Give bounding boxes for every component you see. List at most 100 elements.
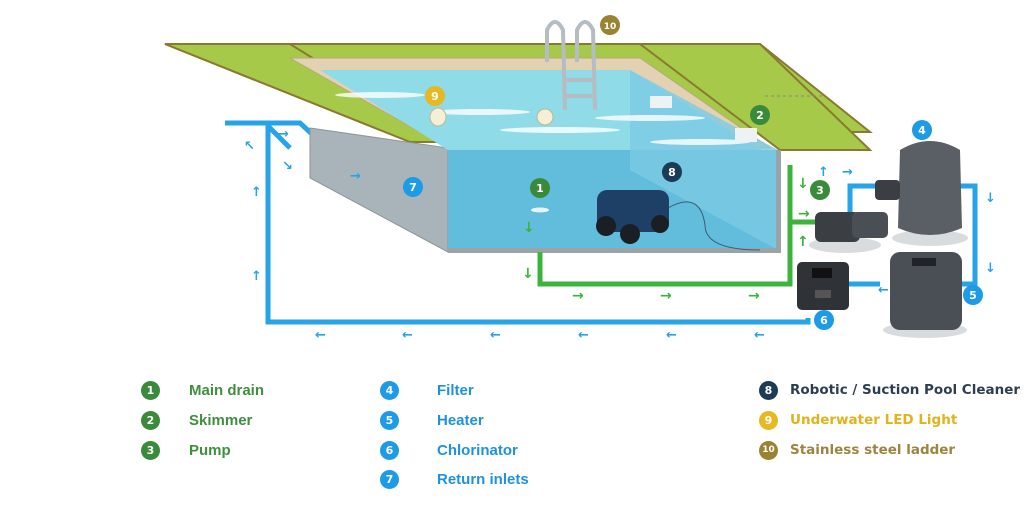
svg-text:←: ←	[490, 328, 501, 343]
svg-text:←: ←	[878, 283, 889, 298]
flow-arrows-blue: ← ← ← ← ← ← ↑ ↑ ↖ → ↘ → ← ↓ ↓ ↑ →	[244, 127, 996, 343]
svg-text:→: →	[572, 288, 584, 304]
svg-text:↓: ↓	[985, 261, 996, 276]
legend-item-filter: 4 Filter	[380, 379, 474, 401]
svg-text:→: →	[798, 206, 810, 222]
skimmer	[650, 96, 672, 108]
svg-text:→: →	[660, 288, 672, 304]
callout-badge-circle	[814, 310, 834, 330]
badge-10: 10	[759, 440, 778, 460]
badge-9: 9	[759, 410, 778, 430]
legend-label: Skimmer	[189, 411, 253, 429]
led-light	[429, 107, 447, 127]
svg-text:↑: ↑	[818, 165, 829, 180]
callout-pump: 3	[810, 180, 830, 200]
legend-item-main-drain: 1 Main drain	[141, 379, 264, 401]
badge-1: 1	[141, 380, 160, 400]
callout-badge-circle	[912, 120, 932, 140]
callout-number: 4	[918, 124, 926, 137]
svg-text:↓: ↓	[797, 176, 809, 192]
led-light	[536, 108, 554, 126]
callout-heater: 5	[963, 285, 983, 305]
pool-floor-edge	[448, 248, 780, 253]
svg-text:→: →	[278, 127, 289, 142]
svg-text:←: ←	[578, 328, 589, 343]
legend-label: Filter	[437, 381, 474, 399]
legend-item-pump: 3 Pump	[141, 439, 231, 461]
callout-number: 9	[431, 90, 439, 103]
callout-underwater-led-light: 9	[425, 86, 445, 106]
main-drain	[531, 207, 549, 213]
legend-label: Pump	[189, 441, 231, 459]
svg-text:↓: ↓	[522, 266, 534, 282]
callout-badge-circle	[403, 177, 423, 197]
badge-2: 2	[141, 410, 160, 430]
callout-number: 1	[536, 182, 544, 195]
heater	[883, 252, 967, 338]
svg-text:→: →	[842, 165, 853, 180]
callout-robotic-suction-pool-cleaner: 8	[662, 162, 682, 182]
callout-filter: 4	[912, 120, 932, 140]
skimmer	[735, 128, 757, 142]
badge-4: 4	[380, 380, 399, 400]
callout-badge-circle	[662, 162, 682, 182]
callout-badge-circle	[750, 105, 770, 125]
badge-5: 5	[380, 410, 399, 430]
svg-text:↓: ↓	[523, 220, 535, 236]
callout-chlorinator: 6	[814, 310, 834, 330]
svg-text:↑: ↑	[251, 185, 262, 200]
svg-text:←: ←	[402, 328, 413, 343]
callout-number: 10	[604, 22, 617, 32]
svg-text:←: ←	[754, 328, 765, 343]
chlorinator	[797, 262, 849, 310]
pool-wall-edge	[776, 150, 781, 253]
svg-text:←: ←	[666, 328, 677, 343]
callout-number: 5	[969, 289, 977, 302]
callout-skimmer: 2	[750, 105, 770, 125]
legend-item-ladder: 10 Stainless steel ladder	[759, 439, 955, 461]
robotic-cleaner	[596, 190, 761, 251]
pool-back-wall	[630, 70, 778, 250]
svg-text:→: →	[350, 169, 361, 184]
legend-item-pool-cleaner: 8 Robotic / Suction Pool Cleaner	[759, 379, 1020, 401]
legend-label: Chlorinator	[437, 441, 518, 459]
grass-right-wing	[637, 43, 873, 151]
callout-stainless-steel-ladder: 10	[600, 15, 620, 35]
svg-text:←: ←	[315, 328, 326, 343]
callout-number: 3	[816, 184, 824, 197]
callout-number: 7	[409, 181, 417, 194]
legend-label: Return inlets	[437, 470, 529, 488]
callout-badge-circle	[600, 15, 620, 35]
badge-3: 3	[141, 440, 160, 460]
legend-item-chlorinator: 6 Chlorinator	[380, 439, 518, 461]
water-ripples	[335, 92, 750, 145]
callout-number: 2	[756, 109, 764, 122]
callout-badge-circle	[810, 180, 830, 200]
legend-label: Main drain	[189, 381, 265, 399]
svg-text:↖: ↖	[244, 139, 255, 154]
svg-text:↑: ↑	[797, 234, 809, 250]
ladder	[545, 20, 597, 111]
legend-item-led-light: 9 Underwater LED Light	[759, 409, 957, 431]
callout-main-drain: 1	[530, 178, 550, 198]
badge-7: 7	[380, 469, 399, 489]
legend-label: Stainless steel ladder	[790, 442, 956, 458]
svg-text:↓: ↓	[985, 191, 996, 206]
flow-arrows-green: →→→ ↓↓↓ →↑	[522, 176, 810, 304]
callout-number: 8	[668, 166, 676, 179]
callout-badge-circle	[963, 285, 983, 305]
pool-side-wall	[309, 127, 449, 253]
callout-badge-circle	[425, 86, 445, 106]
filter	[875, 141, 968, 246]
callout-number: 6	[820, 314, 828, 327]
legend-item-skimmer: 2 Skimmer	[141, 409, 252, 431]
pump	[809, 212, 888, 253]
callout-badge-circle	[530, 178, 550, 198]
legend-item-return-inlets: 7 Return inlets	[380, 468, 529, 490]
badge-8: 8	[759, 380, 778, 400]
svg-text:↘: ↘	[282, 159, 293, 174]
badge-6: 6	[380, 440, 399, 460]
svg-text:↑: ↑	[251, 269, 262, 284]
legend-label: Underwater LED Light	[790, 412, 958, 428]
